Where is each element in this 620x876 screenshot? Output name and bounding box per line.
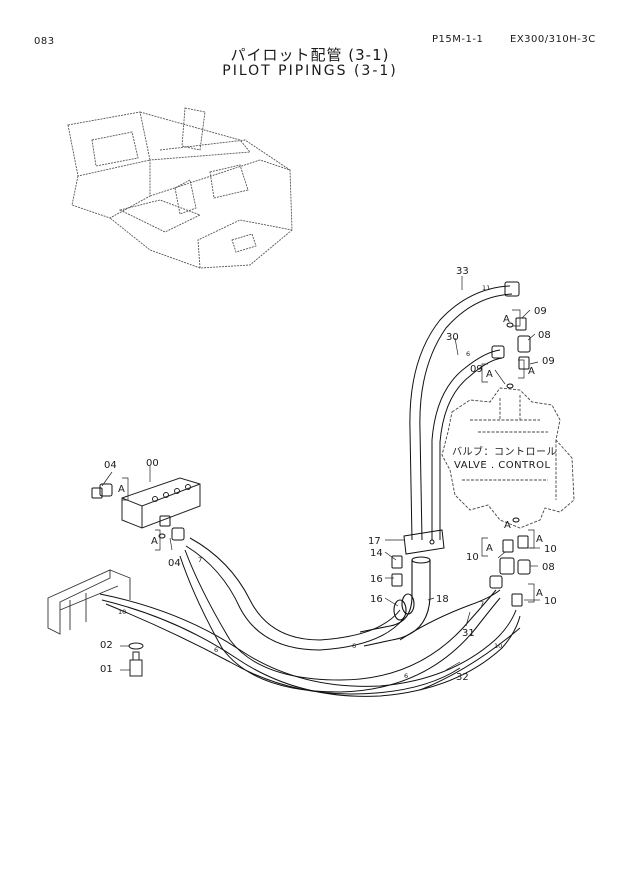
excavator-overview-drawing xyxy=(67,107,293,269)
hose-mark: 6 xyxy=(466,350,470,358)
callout-10-bottom: 10 xyxy=(544,596,557,607)
detail-mark-a: A xyxy=(118,484,125,495)
bolt-and-washer xyxy=(128,642,144,677)
reference-code: P15M-1-1 xyxy=(432,34,484,45)
callout-08-bottom: 08 xyxy=(542,562,555,573)
hose-mark: 6 xyxy=(352,642,356,650)
callout-08-top: 08 xyxy=(538,330,551,341)
callout-09-top: 09 xyxy=(534,306,547,317)
hose-mark: 7 xyxy=(198,556,202,564)
hose-mark: 10 xyxy=(118,608,126,616)
valve-label-japanese: バルブ：コントロール xyxy=(452,445,557,458)
control-valve-body xyxy=(441,387,575,529)
model-code: EX300/310H-3C xyxy=(510,34,596,45)
detail-marks: A A A A A A A A A xyxy=(118,314,543,599)
callout-16-bottom: 16 xyxy=(370,594,383,605)
callout-16-top: 16 xyxy=(370,574,383,585)
callout-02: 02 xyxy=(100,640,113,651)
detail-mark-a: A xyxy=(503,314,510,325)
hose-mark: 7 xyxy=(480,600,484,608)
hose-mark: 6 xyxy=(404,672,408,680)
callout-33: 33 xyxy=(456,266,469,277)
leader-lines xyxy=(101,276,540,671)
valve-fittings xyxy=(91,281,531,607)
title-english: PILOT PIPINGS (3-1) xyxy=(222,63,398,79)
callout-01: 01 xyxy=(100,664,113,675)
callout-04-top: 04 xyxy=(104,460,117,471)
manifold-block xyxy=(121,477,201,529)
detail-mark-a: A xyxy=(536,588,543,599)
callout-10-right: 10 xyxy=(544,544,557,555)
callout-00: 00 xyxy=(146,458,159,469)
callout-09-right: 09 xyxy=(542,356,555,367)
hose-mark: 10 xyxy=(494,642,502,650)
detail-mark-a: A xyxy=(536,534,543,545)
callout-14: 14 xyxy=(370,548,383,559)
callout-10-left: 10 xyxy=(466,552,479,563)
hose-mark: 11 xyxy=(482,284,490,292)
callout-17: 17 xyxy=(368,536,381,547)
hose-clamp xyxy=(403,529,445,555)
page-number: 083 xyxy=(34,36,55,47)
valve-label-english: VALVE . CONTROL xyxy=(454,460,551,471)
callout-04-bottom: 04 xyxy=(168,558,181,569)
part-callouts: 00 01 02 04 04 08 08 09 09 09 10 10 10 1… xyxy=(100,266,557,683)
detail-mark-a: A xyxy=(504,520,511,531)
callout-32: 32 xyxy=(456,672,469,683)
detail-mark-a: A xyxy=(486,369,493,380)
hose-marks: 11 6 7 10 6 6 7 10 6 xyxy=(118,284,502,680)
detail-mark-a: A xyxy=(528,366,535,377)
title-japanese: パイロット配管 (3-1) xyxy=(230,46,390,64)
hose-mark: 6 xyxy=(214,646,218,654)
pilot-hoses xyxy=(99,285,521,697)
mounting-bracket xyxy=(47,569,131,635)
callout-09-left: 09 xyxy=(470,364,483,375)
callout-30: 30 xyxy=(446,332,459,343)
callout-18: 18 xyxy=(436,594,449,605)
detail-mark-a: A xyxy=(151,536,158,547)
callout-31: 31 xyxy=(462,628,475,639)
detail-mark-a: A xyxy=(486,543,493,554)
